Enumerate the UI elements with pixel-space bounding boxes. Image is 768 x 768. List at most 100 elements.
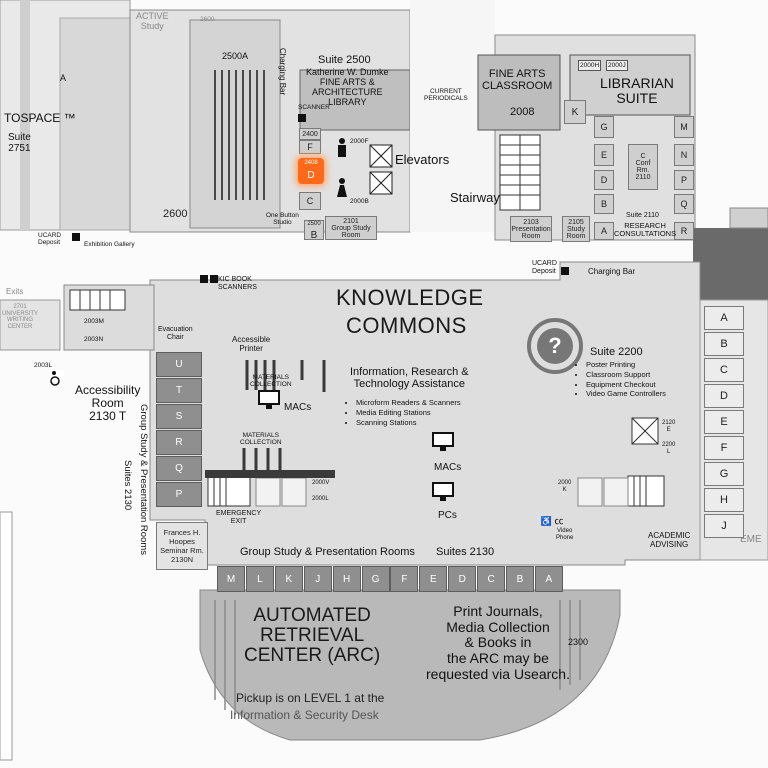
group-study-room-d[interactable]: D (448, 566, 477, 592)
exits-label: Exits (6, 287, 24, 296)
room-e: E (594, 144, 614, 166)
room-m: M (674, 116, 694, 138)
room-2105-number: 2105 (568, 218, 584, 226)
group-study-room-f[interactable]: F (390, 566, 419, 592)
group-study-room-u[interactable]: U (156, 352, 202, 377)
current-periodicals-label: CURRENT PERIODICALS (424, 88, 468, 103)
video-phone-label: Video Phone (556, 528, 574, 541)
charging-bar-vertical: Charging Bar (278, 48, 287, 96)
computer-icon (258, 390, 280, 410)
room-b-right: B (594, 194, 614, 214)
group-study-room-g[interactable]: G (361, 566, 390, 592)
librarian-suite-label: LIBRARIAN SUITE (600, 75, 674, 106)
computer-icon (432, 432, 454, 452)
room-2103-number: 2103 (523, 218, 539, 226)
room-g: G (594, 116, 614, 138)
bottom-suites-heading: Suites 2130 (436, 546, 495, 558)
room-2300-label: 2300 (568, 637, 589, 647)
research-consultations-label: RESEARCH CONSULTATIONS (614, 221, 677, 239)
group-study-room-b[interactable]: B (506, 566, 534, 592)
room-2000b: 2000B (350, 198, 369, 205)
group-study-room-a[interactable]: A (534, 566, 563, 592)
suites-2130-vertical-label: Suites 2130 (122, 460, 133, 511)
bottom-group-study-heading: Group Study & Presentation Rooms (240, 546, 415, 558)
room-k: K (564, 100, 586, 124)
room-right-e: E (704, 410, 744, 434)
room-q: Q (674, 194, 694, 214)
room-2408-d-highlight[interactable]: 2408 D (298, 158, 324, 184)
room-2000j: 2000J (606, 60, 628, 72)
suite-2110-label: Suite 2110 (626, 212, 659, 219)
group-study-room-r[interactable]: R (156, 430, 202, 455)
room-2600-label: 2600 (163, 208, 188, 220)
info-research-list: Microform Readers & Scanners Media Editi… (344, 398, 461, 427)
exhibition-gallery-label: Exhibition Gallery (84, 241, 135, 248)
room-right-c: C (704, 358, 744, 382)
active-study-label: ACTIVE Study (136, 11, 169, 31)
room-right-a: A (704, 306, 744, 330)
room-2103: 2103 Presentation Room (510, 216, 552, 242)
room-2400: 2400 (299, 128, 321, 140)
room-right-b: B (704, 332, 744, 356)
group-study-room-j[interactable]: J (303, 566, 332, 592)
group-study-room-h[interactable]: H (332, 566, 361, 592)
room-a-right: A (594, 222, 614, 240)
academic-advising-label: ACADEMIC ADVISING (648, 531, 691, 549)
pickup-line-2: Information & Security Desk (230, 708, 379, 722)
study-room-label: Study Room (566, 225, 586, 240)
group-study-room-m[interactable]: M (217, 566, 245, 592)
macs-label-2: MACs (434, 462, 462, 473)
suite-2200-item: Equipment Checkout (586, 380, 666, 390)
eme-label: EME (740, 534, 762, 545)
tospace-label: TOSPACE ™ (4, 111, 76, 125)
stairway-label: Stairway (450, 190, 500, 205)
room-2600-top: 2600 (200, 16, 215, 23)
group-study-room-s[interactable]: S (156, 404, 202, 429)
room-p: P (674, 170, 694, 190)
emergency-exit-label: EMERGENCY EXIT (216, 510, 262, 525)
knowledge-heading: KNOWLEDGE (336, 285, 484, 310)
room-2101: 2101 Group Study Room (325, 216, 377, 240)
group-study-room-e[interactable]: E (419, 566, 448, 592)
room-b-label: B (310, 230, 318, 241)
computer-icon (432, 482, 454, 502)
room-d-right: D (594, 170, 614, 190)
accessibility-cc-icon: ♿ ㏄ (540, 515, 564, 526)
room-a-left: A (60, 73, 67, 83)
one-button-studio-label: One Button Studio (266, 212, 299, 227)
group-study-room-p[interactable]: P (156, 482, 202, 507)
accessibility-room-label: Accessibility Room 2130 T (75, 383, 141, 424)
suite-2500-description: Katherine W. Dumke FINE ARTS & ARCHITECT… (306, 67, 389, 107)
pickup-line-1: Pickup is on LEVEL 1 at the (236, 691, 385, 705)
room-2008-label: 2008 (510, 106, 535, 118)
info-item: Media Editing Stations (356, 408, 461, 418)
scanner-label: SCANNER (298, 104, 330, 111)
presentation-room-label: Presentation Room (511, 225, 551, 240)
room-n: N (674, 144, 694, 166)
charging-bar-label: Charging Bar (588, 267, 636, 276)
suite-2200-list: Poster Printing Classroom Support Equipm… (574, 360, 666, 399)
group-study-room-q[interactable]: Q (156, 456, 202, 481)
suite-2500-title: Suite 2500 (318, 54, 371, 66)
group-study-room-t[interactable]: T (156, 378, 202, 403)
room-right-g: G (704, 462, 744, 486)
materials-collection-1: MATERIALS COLLECTION (250, 374, 292, 389)
room-d-label: D (307, 170, 315, 181)
group-study-room-k[interactable]: K (274, 566, 303, 592)
group-study-room-l[interactable]: L (245, 566, 274, 592)
suite-2200-title: Suite 2200 (590, 346, 643, 358)
room-2408-label: 2408 (304, 160, 318, 166)
arc-note: Print Journals, Media Collection & Books… (426, 603, 570, 682)
room-f: F (299, 140, 321, 154)
ucard-deposit-top: UCARD Deposit (38, 232, 62, 247)
arc-title: AUTOMATED RETRIEVAL CENTER (ARC) (244, 605, 381, 666)
room-2003n: 2003N (84, 336, 104, 343)
help-question-icon: ? (548, 333, 562, 358)
room-2105: 2105 Study Room (562, 216, 590, 242)
room-right-h: H (704, 488, 744, 512)
room-2101-number: 2101 (343, 217, 359, 225)
group-study-room-c[interactable]: C (477, 566, 506, 592)
room-b: 2500 B (304, 220, 324, 241)
room-2000h: 2000H (578, 60, 602, 72)
